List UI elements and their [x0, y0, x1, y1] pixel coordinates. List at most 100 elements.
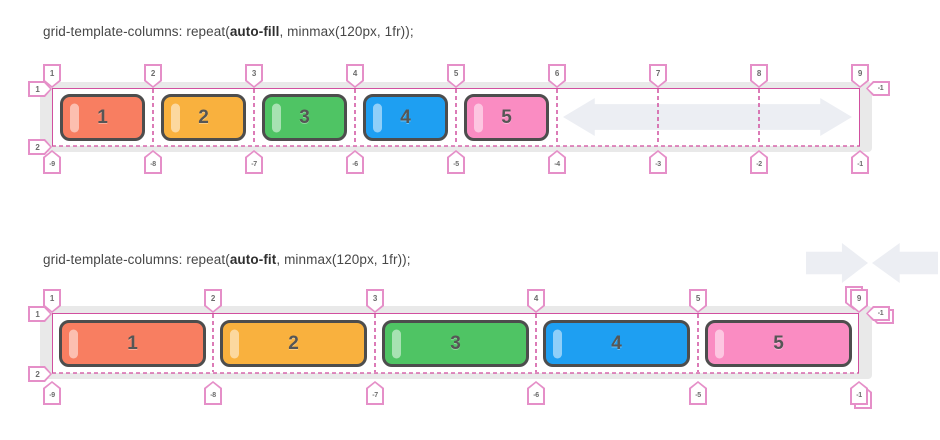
marker-label: 1 [45, 291, 59, 311]
line-number-marker: -4 [548, 150, 566, 174]
item-highlight [553, 329, 562, 358]
marker-label: 1 [30, 308, 50, 320]
track-background [40, 306, 872, 379]
marker-label: 7 [651, 66, 665, 86]
grid-border [52, 88, 860, 146]
marker-label: 1 [45, 66, 59, 86]
css-rule-keyword: auto-fill [229, 24, 280, 39]
line-number-marker: 2 [204, 289, 222, 313]
line-number-marker: -2 [750, 150, 768, 174]
grid-border [52, 313, 859, 373]
line-number-marker: -1 [851, 150, 869, 174]
marker-label: 2 [30, 141, 50, 153]
marker-label: -8 [206, 383, 220, 403]
grid-item-number: 5 [773, 332, 784, 354]
item-highlight [272, 103, 281, 132]
css-rule-suffix: , minmax(120px, 1fr)); [276, 252, 411, 267]
line-number-marker: 7 [649, 64, 667, 88]
marker-label: 8 [752, 66, 766, 86]
line-number-marker: 1 [28, 306, 52, 322]
line-number-marker: 9 [851, 64, 869, 88]
line-number-marker: -9 [43, 150, 61, 174]
marker-label: -1 [852, 383, 866, 403]
line-number-marker-ghost [870, 309, 894, 324]
marker-label: 2 [206, 291, 220, 311]
marker-label: -1 [868, 83, 888, 94]
line-number-marker: 6 [548, 64, 566, 88]
marker-label: 5 [449, 66, 463, 86]
line-number-marker: -1 [866, 306, 890, 321]
grid-item: 4 [543, 320, 690, 367]
grid-item-number: 4 [611, 332, 622, 354]
row-line-dashed [52, 145, 860, 147]
grid-cells-background [52, 313, 859, 373]
line-number-marker: 3 [245, 64, 263, 88]
line-number-marker: -9 [43, 381, 61, 405]
grid-item: 5 [705, 320, 852, 367]
column-line [697, 314, 699, 372]
marker-label: 3 [247, 66, 261, 86]
line-number-marker: 1 [43, 289, 61, 313]
marker-ghost-face [872, 311, 892, 322]
css-rule-auto-fit: grid-template-columns: repeat(auto-fit, … [43, 252, 411, 267]
grid-item-number: 2 [198, 106, 209, 128]
grid-item: 3 [382, 320, 529, 367]
marker-label: -4 [550, 152, 564, 172]
marker-label: 1 [30, 83, 50, 95]
marker-ghost-face [847, 288, 861, 308]
column-line [535, 314, 537, 372]
grid-cells-background [52, 88, 860, 146]
grid-item: 2 [220, 320, 367, 367]
grid-item: 3 [262, 94, 347, 141]
grid-item-number: 4 [400, 106, 411, 128]
column-line [556, 89, 558, 145]
marker-label: -1 [853, 152, 867, 172]
marker-label: -6 [348, 152, 362, 172]
grid-item-number: 1 [97, 106, 108, 128]
marker-label: 5 [691, 291, 705, 311]
marker-label: 9 [852, 291, 866, 311]
line-number-marker: -1 [850, 381, 868, 405]
marker-label: 2 [30, 368, 50, 380]
grid-item: 4 [363, 94, 448, 141]
line-number-marker: 5 [447, 64, 465, 88]
item-highlight [171, 103, 180, 132]
css-rule-auto-fill: grid-template-columns: repeat(auto-fill,… [43, 24, 414, 39]
marker-label: 6 [550, 66, 564, 86]
line-number-marker: 3 [366, 289, 384, 313]
column-line [657, 89, 659, 145]
marker-label: 2 [146, 66, 160, 86]
line-number-marker: 9 [850, 289, 868, 313]
item-highlight [69, 329, 78, 358]
line-number-marker: 1 [28, 81, 52, 97]
item-highlight [230, 329, 239, 358]
line-number-marker: 4 [346, 64, 364, 88]
line-number-marker: -5 [689, 381, 707, 405]
line-number-marker: -7 [245, 150, 263, 174]
marker-label: -7 [247, 152, 261, 172]
line-number-marker: 2 [28, 366, 52, 382]
line-number-marker: 8 [750, 64, 768, 88]
line-number-marker: -8 [204, 381, 222, 405]
line-number-marker: -6 [527, 381, 545, 405]
collapsed-tracks-arrow-left [872, 243, 938, 283]
empty-tracks-arrow [563, 98, 852, 136]
collapsed-tracks-arrow-right [806, 243, 868, 283]
marker-label: -6 [529, 383, 543, 403]
marker-label: -7 [368, 383, 382, 403]
grid-item: 5 [464, 94, 549, 141]
css-rule-prefix: grid-template-columns: repeat( [43, 24, 230, 39]
column-line [758, 89, 760, 145]
line-number-marker: 2 [28, 139, 52, 155]
marker-label: 4 [529, 291, 543, 311]
grid-item-number: 2 [288, 332, 299, 354]
line-number-marker-ghost [854, 385, 872, 409]
column-line [354, 89, 356, 145]
marker-label: 3 [368, 291, 382, 311]
line-number-marker: -3 [649, 150, 667, 174]
item-highlight [70, 103, 79, 132]
line-number-marker: -1 [866, 81, 890, 96]
line-number-marker: 4 [527, 289, 545, 313]
item-highlight [715, 329, 724, 358]
